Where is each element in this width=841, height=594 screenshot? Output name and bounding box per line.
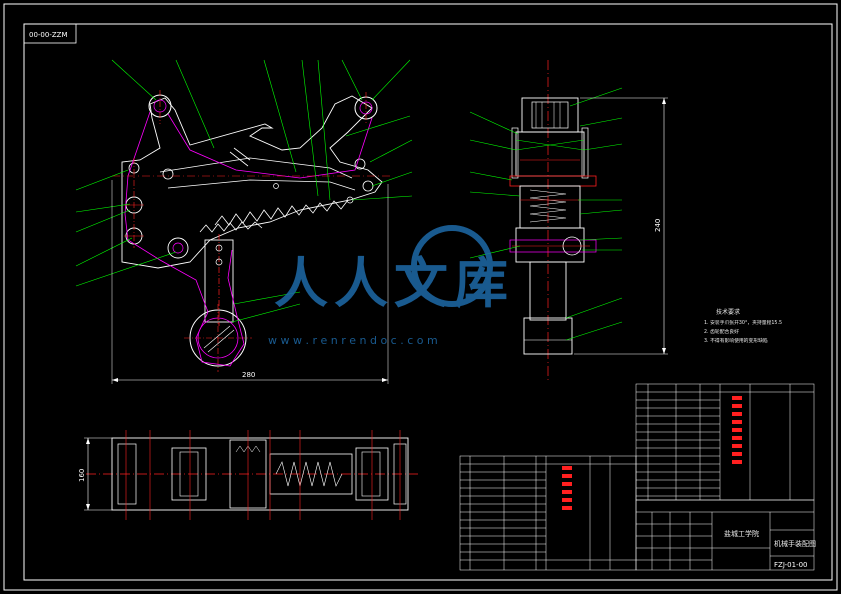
top-view-roller-right-inner [361, 451, 381, 497]
dim-arrow [86, 504, 90, 510]
side-view: 240 [469, 60, 668, 382]
upper-arm-lower-edge [167, 179, 356, 191]
top-view-roller-left [171, 447, 207, 501]
parts-list-left-red-marks [562, 466, 572, 510]
top-view-outline [111, 437, 409, 511]
title-block-drawing-name: 机械手装配图 [774, 539, 816, 548]
title-block-school: 盐城工学院 [724, 529, 759, 538]
rack-teeth [214, 199, 349, 226]
watermark-url: w w w . r e n r e n d o c . c o m [268, 334, 438, 347]
title-block [635, 499, 815, 571]
side-plate-right [581, 127, 589, 179]
dim-arrow [382, 378, 388, 382]
drive-belt [167, 113, 373, 179]
side-flange [509, 239, 597, 253]
tech-note-line: 1. 安装手爪张开30°，夹持量程15.5 [704, 319, 782, 326]
link-line [233, 147, 251, 161]
top-view-left-frame [117, 443, 137, 505]
dim-arrow [662, 98, 666, 104]
side-leader-lines [469, 87, 623, 341]
tech-notes-title: 技术要求 [716, 308, 740, 316]
inner-frame [23, 23, 833, 581]
tech-notes: 技术要求 1. 安装手爪张开30°，夹持量程15.5 2. 齿轮配合良好 3. … [704, 308, 782, 344]
top-view-spring [275, 461, 343, 487]
watermark: 人人文库 w w w . r e n r e n d o c . c o m [268, 225, 514, 347]
side-post [529, 261, 567, 321]
side-top-roller [531, 101, 569, 129]
top-view-red-marks [125, 430, 401, 520]
disc-hatch [207, 329, 235, 353]
pin-joint [273, 183, 279, 189]
side-base [523, 317, 573, 355]
pin-joint [354, 158, 366, 170]
link-line [229, 151, 249, 167]
leader-lines [75, 59, 413, 323]
dim-arrow [112, 378, 118, 382]
top-view-roller-left-inner [179, 451, 199, 497]
front-view: 280 [75, 59, 413, 384]
dim-height-text: 240 [654, 219, 662, 232]
pulley-low-mid [167, 237, 189, 259]
post-hole [215, 244, 223, 252]
drawing-code: 00-00-ZZM [29, 31, 68, 39]
upper-arm [159, 157, 353, 179]
side-spring [529, 189, 567, 223]
disc-hatch [203, 325, 231, 349]
parts-list-right [635, 383, 815, 501]
dim-width-text: 280 [242, 371, 255, 379]
drive-belt [124, 111, 245, 367]
code-box [23, 23, 77, 44]
post-hole [215, 258, 223, 266]
dim-bottom-height-text: 160 [78, 469, 86, 482]
pin-joint [162, 168, 174, 180]
top-view: 160 [78, 430, 418, 520]
side-plate-left [511, 127, 519, 179]
parts-list-left [459, 455, 637, 571]
watermark-logo-ring [411, 225, 493, 307]
lower-rack-teeth [199, 221, 263, 233]
title-block-drawing-no: FZJ-01-00 [774, 561, 808, 569]
dim-arrow [662, 348, 666, 354]
tech-note-line: 3. 不得有影响使用的变形缺陷 [704, 337, 768, 344]
tech-note-line: 2. 齿轮配合良好 [704, 328, 739, 335]
watermark-text: 人人文库 [274, 252, 514, 315]
parts-list-right-red-marks [732, 396, 742, 464]
outer-frame [3, 3, 838, 591]
pin-joint [362, 180, 374, 192]
dim-arrow [86, 438, 90, 444]
pulley-low-mid-inner [172, 242, 184, 254]
